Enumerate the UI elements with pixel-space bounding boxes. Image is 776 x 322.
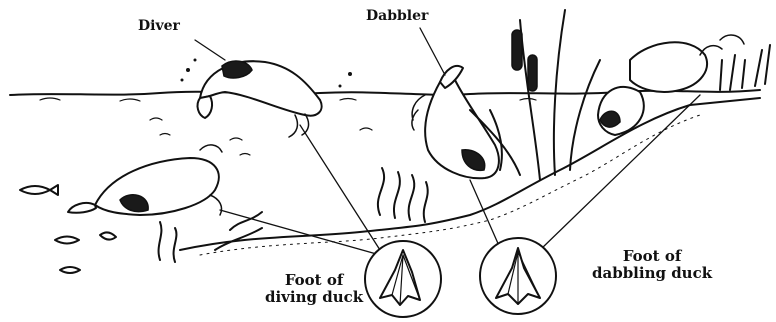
underwater-weeds-left xyxy=(159,212,262,262)
label-foot-dabbling: Foot of dabbling duck xyxy=(592,248,712,283)
shore-grass xyxy=(720,45,770,90)
label-foot-diving-line2: diving duck xyxy=(265,289,363,306)
dabbling-duck-foot-inset xyxy=(480,238,556,314)
label-foot-diving: Foot of diving duck xyxy=(265,272,363,307)
dabbling-duck-right xyxy=(598,35,744,135)
label-dabbler: Dabbler xyxy=(366,8,428,24)
diving-duck-surface xyxy=(198,61,322,137)
diving-duck-foot-inset xyxy=(365,241,441,317)
label-foot-diving-line1: Foot of xyxy=(265,272,363,289)
dabbling-duck xyxy=(412,66,499,178)
water-surface-line xyxy=(10,90,760,95)
diving-duck-underwater xyxy=(68,145,222,215)
label-foot-dabbling-line1: Foot of xyxy=(592,248,712,265)
label-foot-dabbling-line2: dabbling duck xyxy=(592,265,712,282)
underwater-weeds-center xyxy=(378,168,428,222)
label-diver: Diver xyxy=(138,18,180,34)
water-marks xyxy=(150,118,372,155)
